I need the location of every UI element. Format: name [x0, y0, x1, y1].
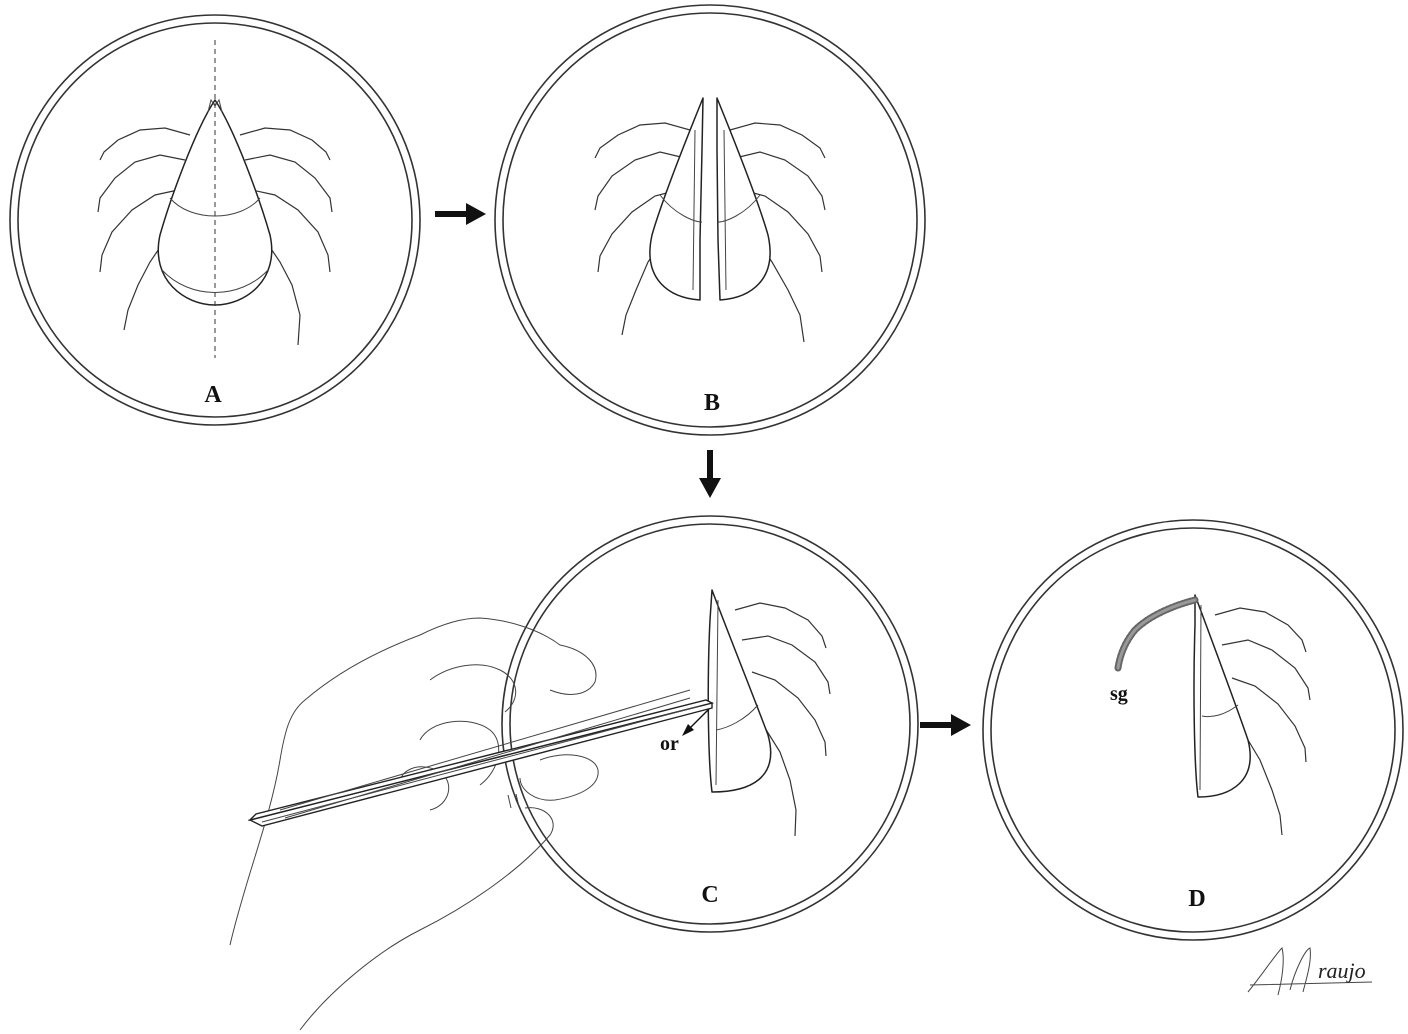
- panel-d: sg D: [983, 520, 1403, 940]
- panel-b: B: [495, 5, 925, 435]
- tick-a: [98, 40, 332, 358]
- hand-with-forceps: [230, 618, 712, 1030]
- tick-b-split: [595, 98, 825, 342]
- signature-text: raujo: [1318, 958, 1366, 983]
- panel-label-b: B: [704, 390, 720, 416]
- tick-c-half: [708, 590, 830, 836]
- annotation-sg: sg: [1110, 683, 1128, 705]
- arrow-a-to-b: [435, 203, 486, 225]
- panel-a: A: [10, 15, 420, 425]
- panel-label-a: A: [204, 382, 222, 408]
- panel-label-c: C: [701, 882, 718, 908]
- arrow-b-to-c: [699, 450, 721, 498]
- petri-dish-d-outer: [983, 520, 1403, 940]
- salivary-gland: [1118, 600, 1195, 668]
- panel-label-d: D: [1188, 886, 1205, 912]
- panel-c: or C: [230, 516, 918, 1030]
- petri-dish-d-inner: [991, 528, 1395, 932]
- annotation-or: or: [660, 733, 679, 755]
- arrow-c-to-d: [920, 714, 971, 736]
- tick-d-half: [1194, 595, 1310, 835]
- artist-signature: raujo: [1248, 948, 1372, 995]
- petri-dish-b-inner: [503, 13, 917, 427]
- petri-dish-b-outer: [495, 5, 925, 435]
